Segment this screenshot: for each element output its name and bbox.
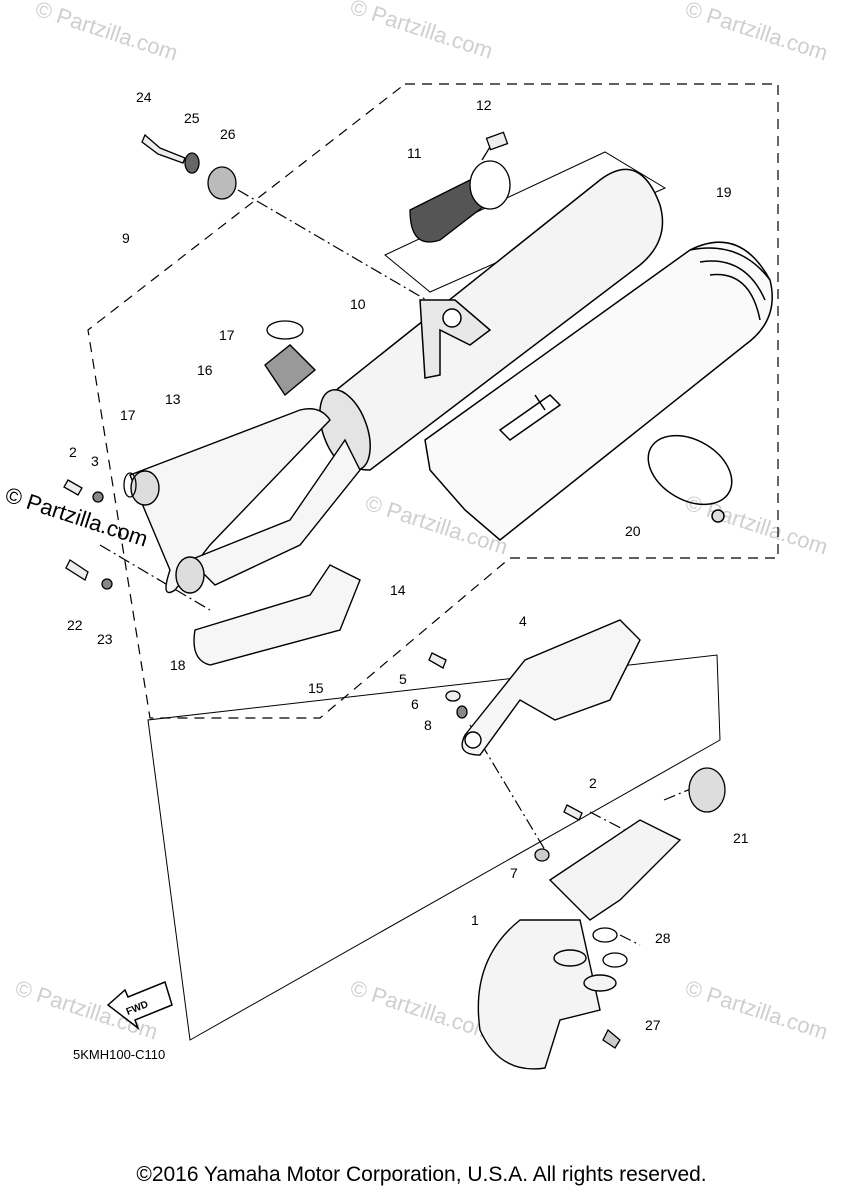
callout-4: 4 [519,613,527,629]
callout-14: 14 [390,582,406,598]
callout-18: 18 [170,657,186,673]
exhaust-pipe [477,819,682,1070]
callout-24: 24 [136,89,152,105]
callout-17b: 17 [120,407,136,423]
subgroup-outline [384,151,667,293]
muffler [319,168,664,471]
hose-clamp [123,320,304,498]
callout-8: 8 [424,717,432,733]
callout-19: 19 [716,184,732,200]
callout-28: 28 [655,930,671,946]
callout-2a: 2 [69,444,77,460]
callout-16: 16 [197,362,213,378]
callout-5: 5 [399,671,407,687]
callout-1: 1 [471,912,479,928]
callout-17a: 17 [219,327,235,343]
bolt-set [428,652,468,719]
callout-7: 7 [510,865,518,881]
callout-12: 12 [476,97,492,113]
callout-20: 20 [625,523,641,539]
muffler-cover [424,241,773,541]
callout-9: 9 [122,230,130,246]
fwd-arrow-icon [106,980,173,1031]
callout-2b: 2 [589,775,597,791]
callout-25: 25 [184,110,200,126]
callout-10: 10 [350,296,366,312]
bracket [461,619,641,756]
callout-6: 6 [411,696,419,712]
group-outline [87,83,779,719]
callout-13: 13 [165,391,181,407]
joint-pipe [129,344,361,594]
copyright-notice: ©2016 Yamaha Motor Corporation, U.S.A. A… [136,1163,707,1186]
callout-23: 23 [97,631,113,647]
callout-21: 21 [733,830,749,846]
callout-27: 27 [645,1017,661,1033]
callout-3: 3 [91,453,99,469]
bolt [481,131,509,161]
callout-26: 26 [220,126,236,142]
diagram-code: 5KMH100-C110 [73,1047,166,1062]
callout-15: 15 [308,680,324,696]
left-bolts [63,479,583,821]
callout-11: 11 [407,145,422,161]
bolt-washer-collar [141,133,237,200]
spark-arrester [409,160,511,243]
gaskets [534,767,726,1049]
protector [193,564,361,666]
clamp-band [647,434,733,523]
callout-22: 22 [67,617,83,633]
